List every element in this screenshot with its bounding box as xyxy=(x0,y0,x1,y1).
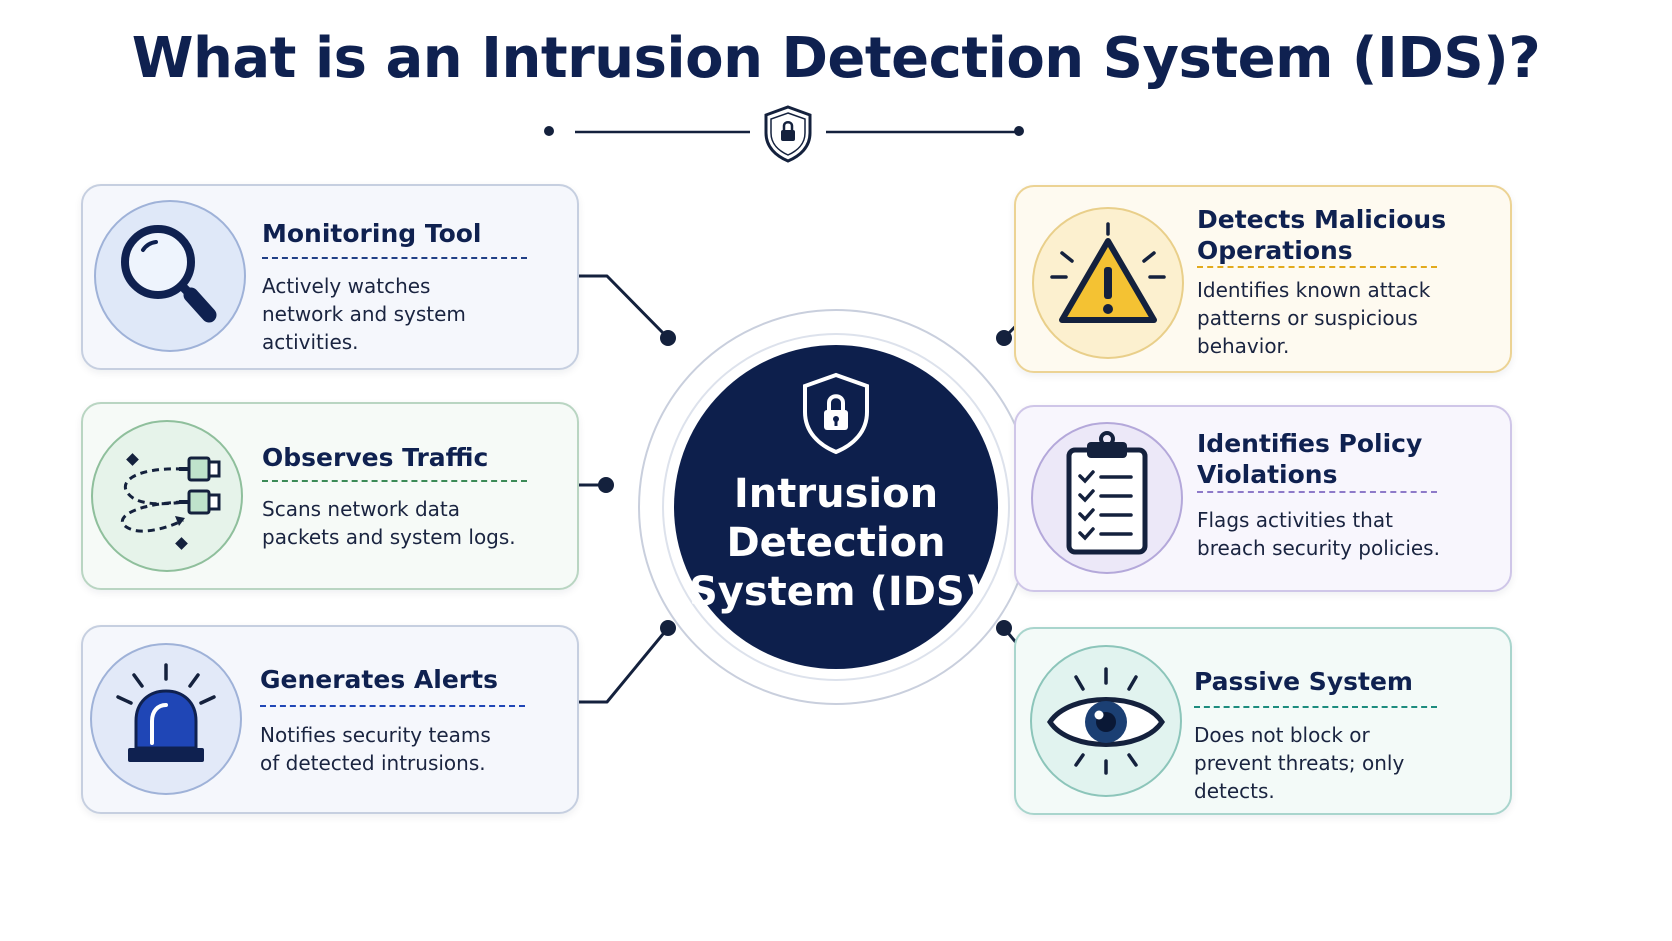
card-divider xyxy=(262,257,527,259)
card-divider xyxy=(1197,491,1437,493)
hub-title: Intrusion Detection System (IDS) xyxy=(688,471,983,615)
alarm-siren-icon xyxy=(116,663,216,762)
eye-icon xyxy=(1046,667,1166,775)
title-divider xyxy=(575,105,1019,163)
card-description: Does not block or prevent threats; only … xyxy=(1194,723,1405,803)
card-title: Passive System xyxy=(1194,667,1413,696)
icon-circle xyxy=(94,200,246,352)
icon-circle xyxy=(1032,207,1184,359)
card-description: Scans network data packets and system lo… xyxy=(262,497,516,549)
icon-circle xyxy=(90,643,242,795)
icon-circle xyxy=(1030,645,1182,797)
icon-circle xyxy=(91,420,243,572)
warning-triangle-icon xyxy=(1050,222,1166,323)
card-description: Flags activities that breach security po… xyxy=(1197,508,1440,560)
card-title: Detects Malicious Operations xyxy=(1197,205,1447,265)
ids-hub xyxy=(674,345,998,669)
network-cables-icon xyxy=(120,453,221,550)
card-divider xyxy=(1194,706,1437,708)
card-description: Actively watches network and system acti… xyxy=(262,274,466,354)
card-divider xyxy=(260,705,525,707)
shield-lock-icon xyxy=(803,372,869,455)
card-divider xyxy=(262,480,527,482)
card-description: Identifies known attack patterns or susp… xyxy=(1197,278,1431,358)
icon-circle xyxy=(1031,422,1183,574)
card-title: Observes Traffic xyxy=(262,443,489,472)
clipboard-checklist-icon xyxy=(1066,431,1148,555)
page-title: What is an Intrusion Detection System (I… xyxy=(131,26,1541,91)
card-title: Monitoring Tool xyxy=(262,219,482,248)
card-description: Notifies security teams of detected intr… xyxy=(260,723,491,775)
card-title: Generates Alerts xyxy=(260,665,498,694)
card-divider xyxy=(1197,266,1437,268)
magnifying-glass-icon xyxy=(121,225,217,323)
shield-lock-icon xyxy=(764,105,812,163)
card-title: Identifies Policy Violations xyxy=(1197,429,1423,489)
